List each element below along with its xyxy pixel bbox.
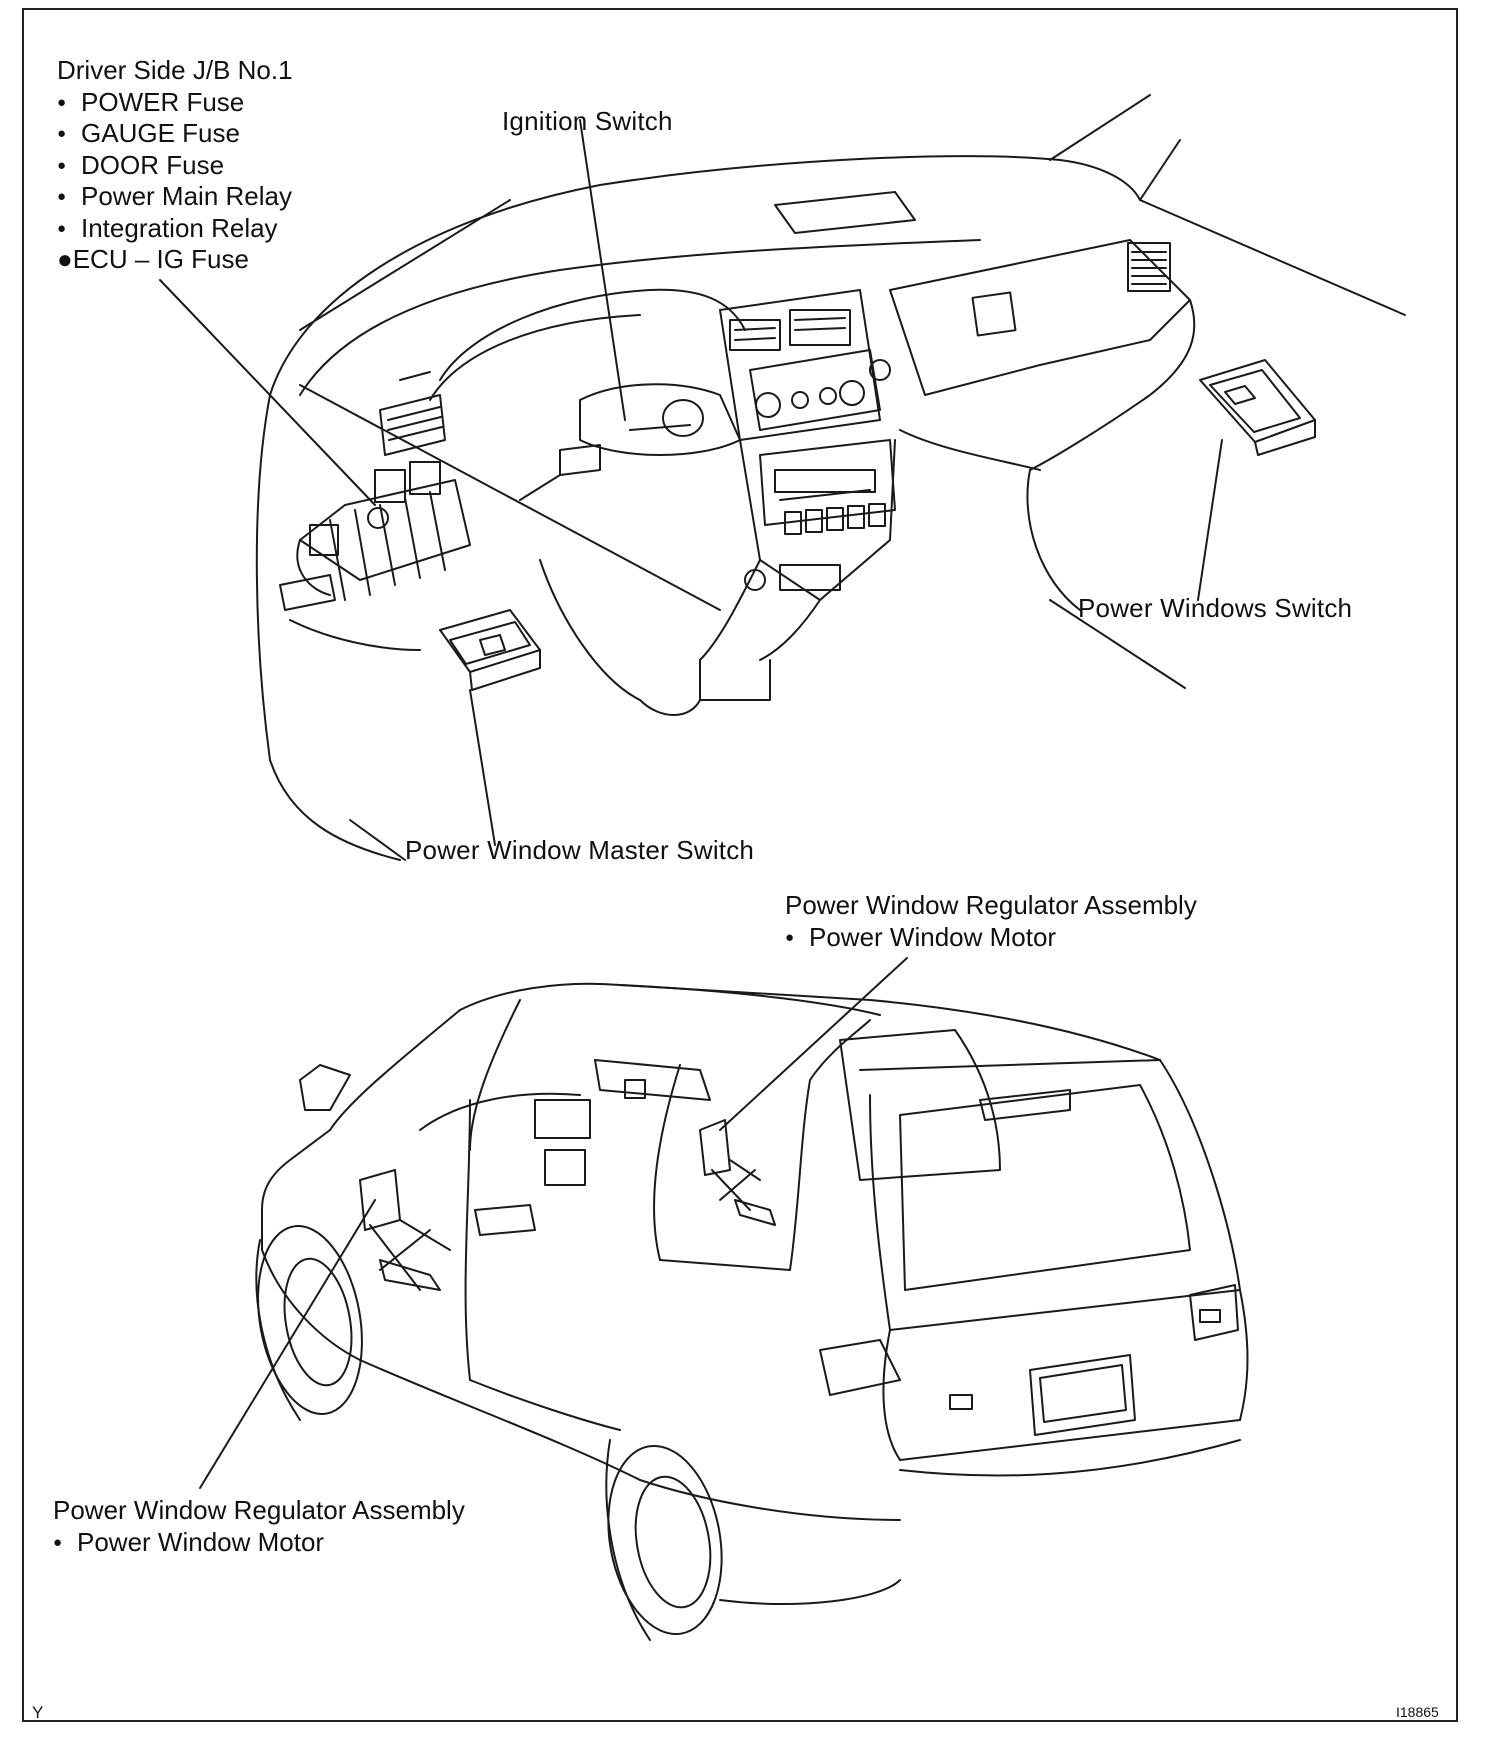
door-fuse-label: DOOR Fuse bbox=[57, 150, 293, 182]
leader-master-switch bbox=[469, 689, 496, 846]
leader-ecu-ig-fuse bbox=[159, 279, 376, 506]
regulator-left-callout: Power Window Regulator Assembly Power Wi… bbox=[53, 1495, 465, 1558]
leader-regulator-right bbox=[719, 957, 908, 1131]
regulator-left-title: Power Window Regulator Assembly bbox=[53, 1495, 465, 1525]
leader-power-windows-switch bbox=[1197, 439, 1223, 601]
diagram-frame bbox=[22, 8, 1458, 1722]
ignition-switch-label: Ignition Switch bbox=[502, 106, 673, 136]
regulator-right-title: Power Window Regulator Assembly bbox=[785, 890, 1197, 920]
leader-regulator-left bbox=[199, 1199, 376, 1489]
leader-ignition-switch bbox=[579, 119, 626, 421]
driver-jb-title: Driver Side J/B No.1 bbox=[57, 55, 293, 85]
power-window-master-switch-label: Power Window Master Switch bbox=[405, 835, 755, 865]
ecu-ig-fuse-label: ●ECU – IG Fuse bbox=[57, 244, 249, 274]
regulator-left-motor-label: Power Window Motor bbox=[53, 1527, 465, 1559]
driver-jb-callout: Driver Side J/B No.1 POWER Fuse GAUGE Fu… bbox=[57, 55, 293, 276]
van-drawing bbox=[199, 957, 1249, 1641]
power-main-relay-label: Power Main Relay bbox=[57, 181, 293, 213]
power-fuse-label: POWER Fuse bbox=[57, 87, 293, 119]
gauge-fuse-label: GAUGE Fuse bbox=[57, 118, 293, 150]
footer-figure-code: I18865 bbox=[1396, 1704, 1439, 1720]
dashboard-drawing bbox=[159, 94, 1406, 861]
power-windows-switch-label: Power Windows Switch bbox=[1078, 593, 1353, 623]
regulator-right-callout: Power Window Regulator Assembly Power Wi… bbox=[785, 890, 1197, 953]
footer-left-code: Y bbox=[32, 1703, 44, 1722]
integration-relay-label: Integration Relay bbox=[57, 213, 293, 245]
regulator-right-motor-label: Power Window Motor bbox=[785, 922, 1197, 954]
